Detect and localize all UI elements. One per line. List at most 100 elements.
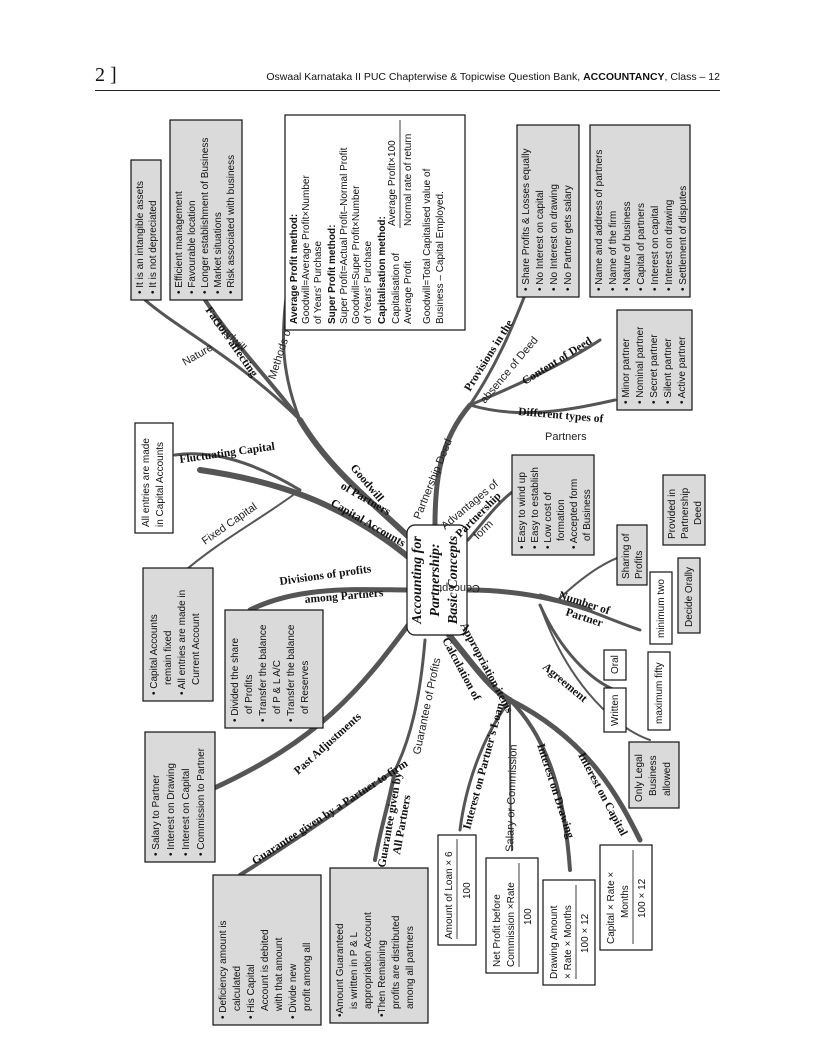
svg-text:• All entries are made in: • All entries are made in — [177, 590, 188, 695]
svg-text:• Transfer the balance: • Transfer the balance — [258, 624, 269, 722]
branch-guarantee-firm — [238, 768, 397, 877]
label-salary-commission: Salary or Commission — [504, 744, 520, 852]
svg-text:Average Profit method:: Average Profit method: — [289, 214, 300, 324]
svg-text:Business: Business — [648, 755, 659, 796]
branch-guarantee — [393, 638, 427, 772]
branch-capital — [507, 697, 643, 843]
svg-text:• Minor partner: • Minor partner — [621, 338, 632, 404]
svg-text:appropriation Account: appropriation Account — [363, 912, 374, 1009]
svg-text:• Name of the firm: • Name of the firm — [608, 211, 619, 291]
svg-text:• Favourable location: • Favourable location — [187, 200, 198, 294]
svg-text:minimum two: minimum two — [656, 579, 667, 638]
svg-text:• His Capital: • His Capital — [246, 964, 257, 1019]
svg-text:• No Partner gets salary: • No Partner gets salary — [563, 185, 574, 291]
branch-guarantee-all — [373, 768, 397, 862]
svg-text:is written in P & L: is written in P & L — [349, 931, 360, 1009]
svg-text:• No Interest on drawing: • No Interest on drawing — [549, 184, 560, 291]
label-divisions: Divisions of profits — [279, 563, 373, 588]
svg-text:Oral: Oral — [610, 655, 621, 674]
svg-text:allowed: allowed — [662, 762, 673, 796]
svg-text:• Risk associated with busines: • Risk associated with business — [226, 155, 237, 294]
svg-text:100 × 12: 100 × 12 — [637, 878, 648, 918]
center-title-1: Accounting for — [410, 536, 425, 625]
label-interest-loan: Interest on Partner's Loan — [461, 701, 507, 831]
label-fluctuating: Fluctuating Capital — [179, 441, 276, 466]
box-fluctuating: All entries are made in Capital Accounts — [134, 422, 174, 534]
box-all: •Amount Guaranteed is written in P & L a… — [329, 867, 429, 1024]
svg-text:Partnership: Partnership — [680, 487, 691, 539]
branch-salary — [509, 699, 513, 851]
svg-text:Goodwill=Super Profit×Number: Goodwill=Super Profit×Number — [351, 185, 362, 324]
svg-text:of Profits: of Profits — [244, 675, 255, 714]
branch-nature — [143, 298, 302, 422]
content-boxes: • It is an intangible assets • It is not… — [130, 114, 706, 1026]
svg-text:Profits: Profits — [634, 551, 645, 579]
label-provisions: Provisions in the — [462, 318, 515, 394]
svg-text:• Deficiency amount is: • Deficiency amount is — [218, 920, 229, 1019]
box-provisions: • Share Profits & Losses equally • No In… — [516, 124, 580, 298]
label-types: Different types of — [518, 406, 604, 425]
svg-text:Capitalisation of: Capitalisation of — [391, 253, 402, 324]
branch-factors — [203, 298, 302, 422]
box-max-fifty: maximum fifty — [647, 651, 671, 731]
svg-text:profit among all: profit among all — [302, 943, 313, 1011]
svg-text:remain fixed: remain fixed — [163, 631, 174, 685]
box-advantages: • Easy to wind up • Easy to establish • … — [511, 454, 595, 556]
svg-text:• Longer establishment of Busi: • Longer establishment of Business — [200, 138, 211, 294]
page-header: 2 ] Oswaal Karnataka II PUC Chapterwise … — [95, 64, 720, 91]
svg-text:• Interest on Drawing: • Interest on Drawing — [166, 763, 177, 856]
svg-text:of P & L A/C: of P & L A/C — [272, 660, 283, 714]
branch-fluctuating — [173, 452, 302, 492]
svg-text:Net Profit before: Net Profit before — [492, 894, 503, 967]
svg-text:• Silent partner: • Silent partner — [663, 338, 674, 404]
branch-deed — [432, 402, 473, 528]
svg-text:Commission ×Rate: Commission ×Rate — [506, 882, 517, 967]
svg-text:Account is debited: Account is debited — [260, 929, 271, 1011]
svg-text:• Divide new: • Divide new — [288, 963, 299, 1019]
svg-text:Super Profit method:: Super Profit method: — [327, 225, 338, 324]
box-capital: Capital × Rate × Months 100 × 12 — [599, 844, 653, 951]
branch-number — [538, 593, 642, 632]
svg-text:Normal rate of return: Normal rate of return — [403, 134, 414, 226]
center-title-3: Basic Concepts — [446, 535, 461, 625]
box-drawing: Drawing Amount × Rate × Months 100 × 12 — [542, 879, 596, 986]
box-divisions: • Divided the share of Profits • Transfe… — [224, 609, 324, 729]
box-methods: Average Profit method: Goodwill=Average … — [284, 114, 466, 331]
branch-fixed — [179, 489, 301, 576]
svg-text:• Salary to Partner: • Salary to Partner — [151, 774, 162, 856]
center-node: Accounting for Partnership: Basic Concep… — [406, 524, 468, 636]
book-title: Oswaal Karnataka II PUC Chapterwise & To… — [266, 71, 720, 83]
svg-text:• Nominal partner: • Nominal partner — [635, 326, 646, 404]
svg-text:of Business: of Business — [582, 489, 593, 541]
label-concept: Concept — [439, 582, 480, 594]
svg-text:• Easy to establish: • Easy to establish — [530, 467, 541, 549]
svg-text:100: 100 — [523, 908, 534, 925]
svg-text:Sharing of: Sharing of — [621, 533, 632, 579]
branches — [143, 268, 651, 877]
svg-text:Average Profit×100: Average Profit×100 — [387, 140, 398, 226]
box-loan: Amount of Loan × 6 100 — [437, 834, 477, 946]
page-number: 2 ] — [95, 64, 117, 86]
svg-text:Goodwill=Average Profit×Number: Goodwill=Average Profit×Number — [301, 175, 312, 324]
branch-goodwill — [297, 417, 415, 543]
svg-text:• Accepted form: • Accepted form — [569, 479, 580, 549]
branch-advantages — [466, 488, 517, 542]
label-interest-drawing: Interest on Drawing — [534, 742, 576, 840]
box-fixed: • Capital Accounts remain fixed • All en… — [142, 567, 214, 702]
branch-provisions — [468, 293, 527, 407]
svg-text:among all partners: among all partners — [405, 926, 416, 1009]
svg-text:Current Account: Current Account — [191, 613, 202, 685]
branch-legal — [539, 604, 651, 741]
svg-text:• Low cost of: • Low cost of — [543, 492, 554, 549]
svg-text:of Reserves: of Reserves — [300, 661, 311, 714]
svg-text:•Amount Guaranteed: •Amount Guaranteed — [335, 923, 346, 1017]
branch-loan — [458, 698, 512, 832]
label-interest-capital: Interest on Capital — [575, 751, 629, 838]
svg-text:Only Legal: Only Legal — [634, 754, 645, 802]
svg-text:Months: Months — [620, 885, 631, 918]
svg-text:Decide Orally: Decide Orally — [684, 567, 695, 627]
svg-text:• Transfer the balance: • Transfer the balance — [286, 624, 297, 722]
svg-text:calculated: calculated — [232, 966, 243, 1011]
svg-text:Super Profit=Actual Profit–Nor: Super Profit=Actual Profit–Normal Profit — [339, 147, 350, 324]
